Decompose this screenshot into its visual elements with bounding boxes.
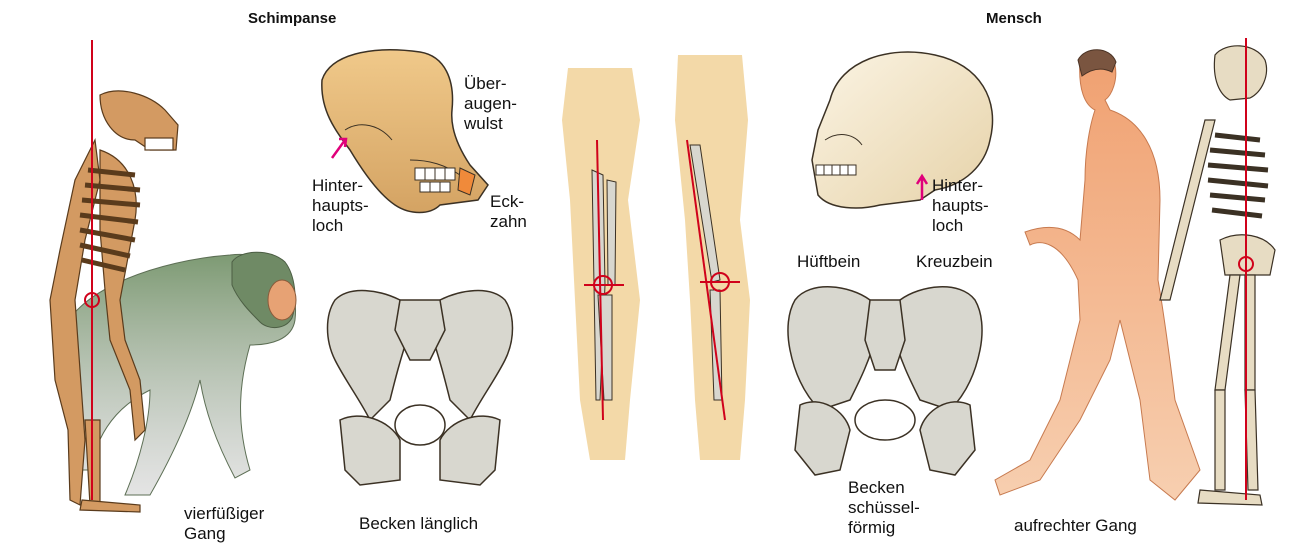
chimp-face [268,280,296,320]
label-human-pelvis: Becken schüssel- förmig [848,478,920,538]
header-human: Mensch [986,10,1042,27]
label-human-foramen: Hinter- haupts- loch [932,176,989,236]
label-chimp-foramen: Hinter- haupts- loch [312,176,369,236]
label-chimp-pelvis: Becken länglich [359,514,478,534]
label-chimp-gait: vierfüßiger Gang [184,504,264,544]
chimp-leg [562,68,640,460]
chimp-pelvis [328,291,513,485]
chimp-foramen-arrow [332,139,346,158]
human-leg [675,55,750,460]
label-chimp-canine: Eck- zahn [490,192,527,232]
label-human-hipbone: Hüftbein [797,252,860,272]
label-chimp-brow-ridge: Über- augen- wulst [464,74,517,134]
header-chimpanzee: Schimpanse [248,10,336,27]
human-pelvis [788,287,982,475]
chimpanzee-figure [50,40,296,512]
human-figure [995,38,1275,505]
label-human-gait: aufrechter Gang [1014,516,1137,536]
label-human-sacrum: Kreuzbein [916,252,993,272]
